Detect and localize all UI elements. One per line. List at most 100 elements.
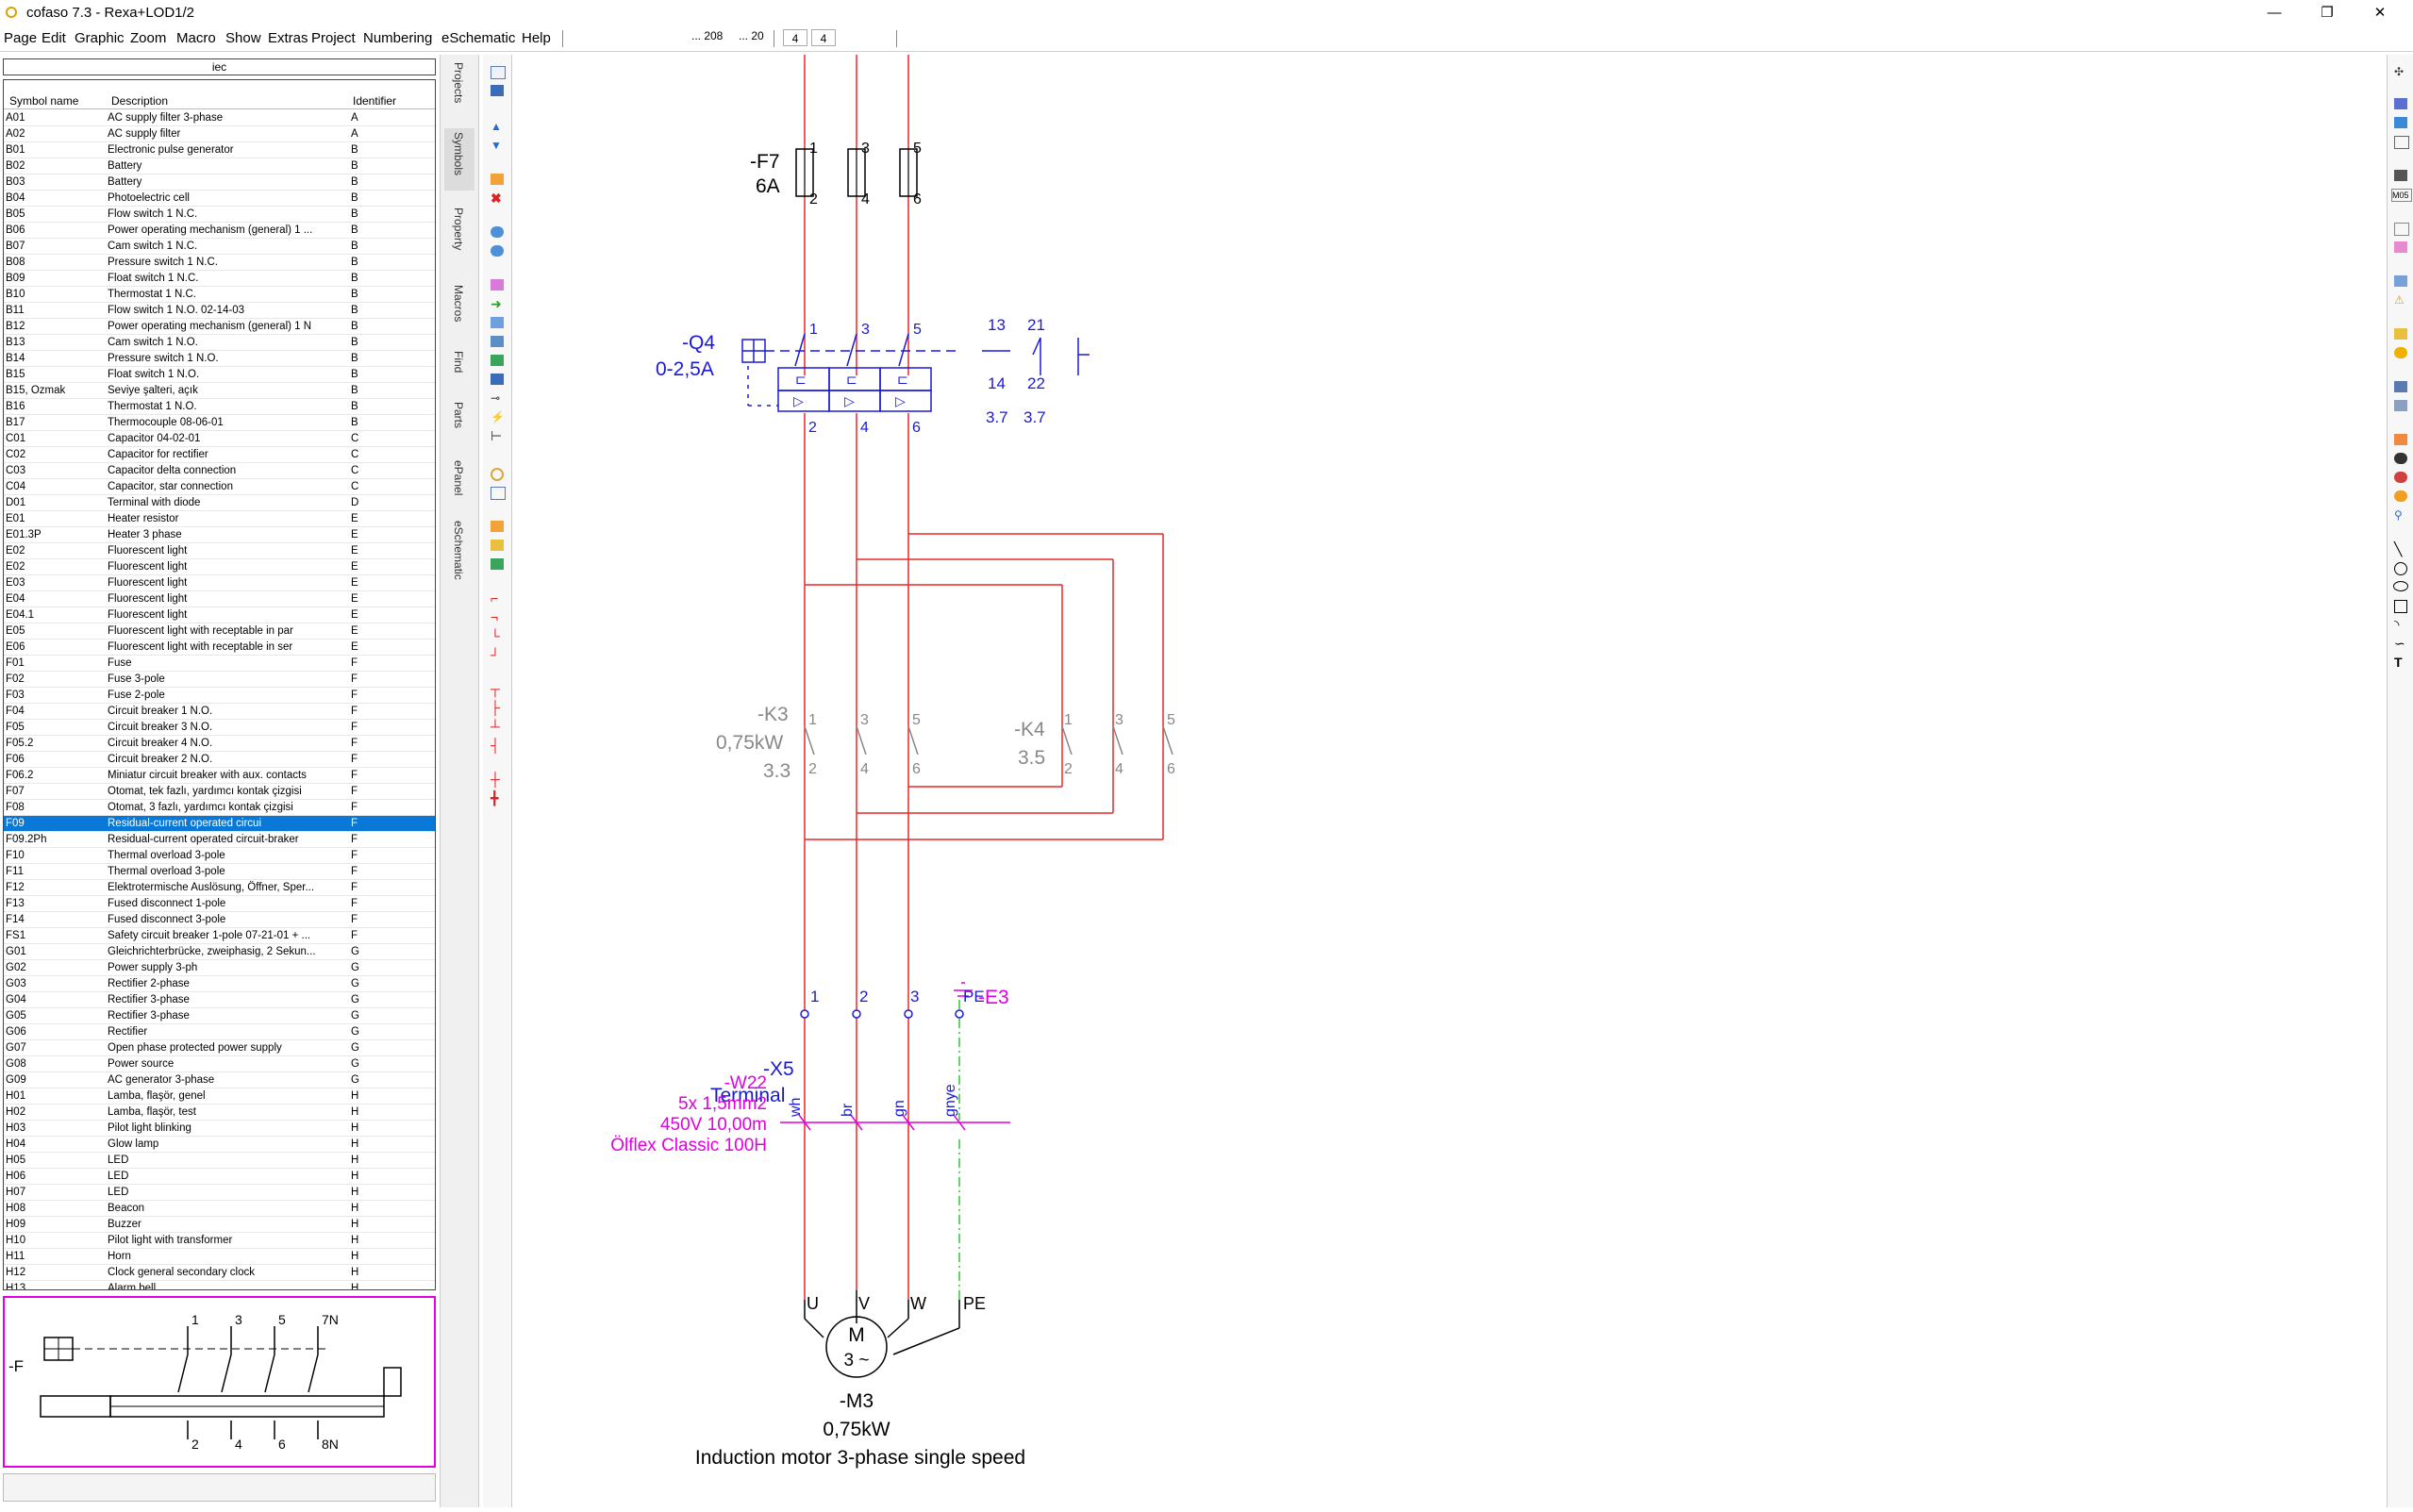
menu-page[interactable]: Page xyxy=(4,30,38,46)
coord-y-field[interactable]: ... 20 xyxy=(739,29,764,42)
tab-parts[interactable]: Parts xyxy=(452,402,465,429)
contactor-k3[interactable]: -K3 0,75kW 3.3 1 3 5 2 4 6 xyxy=(716,704,921,782)
contactor-k4[interactable]: -K4 3.5 1 3 5 2 4 6 xyxy=(1014,712,1175,777)
grid-icon[interactable] xyxy=(2394,400,2407,411)
tee-up-icon[interactable]: ┴ xyxy=(491,719,500,734)
record-icon[interactable] xyxy=(2394,472,2407,483)
menu-extras[interactable]: Extras xyxy=(268,30,308,46)
line-tool-icon[interactable]: ╲ xyxy=(2394,541,2403,557)
redo-icon[interactable] xyxy=(491,245,504,257)
document-icon[interactable] xyxy=(2394,223,2409,236)
column-description[interactable]: Description xyxy=(111,94,169,108)
warning-icon[interactable]: ⚠ xyxy=(2394,293,2405,307)
calculator-icon[interactable] xyxy=(2394,170,2407,181)
zoom-icon[interactable] xyxy=(491,468,504,481)
tab-find[interactable]: Find xyxy=(452,351,465,374)
page-up-icon[interactable]: ▲ xyxy=(491,120,502,133)
ellipse-tool-icon[interactable] xyxy=(2393,581,2408,591)
library-select[interactable]: iec xyxy=(3,58,436,75)
connect-icon[interactable] xyxy=(491,355,504,366)
tab-symbols[interactable]: Symbols xyxy=(444,128,474,191)
network-icon[interactable] xyxy=(2394,381,2407,392)
menu-edit[interactable]: Edit xyxy=(42,30,66,46)
tee-right-icon[interactable]: ├ xyxy=(491,700,500,715)
rss-icon[interactable] xyxy=(491,174,504,185)
grid-y-input[interactable]: 4 xyxy=(811,29,836,46)
wire-icon[interactable] xyxy=(491,336,504,347)
cross-icon[interactable]: ┼ xyxy=(491,772,500,787)
corner-tl-icon[interactable]: ⌐ xyxy=(491,590,499,606)
rectangle-tool-icon[interactable] xyxy=(2394,600,2407,613)
schematic-canvas[interactable]: -F7 6A 1 3 5 2 4 6 -Q4 0-2,5A xyxy=(512,55,2361,1507)
link-icon[interactable]: ⊸ xyxy=(491,391,501,405)
motor-m3[interactable]: M 3 ~ U V W PE -M3 0,75kW Induction moto… xyxy=(695,1290,1025,1469)
menu-eschematic[interactable]: eSchematic xyxy=(441,30,516,46)
delete-icon[interactable]: ✖ xyxy=(491,191,502,206)
menu-numbering[interactable]: Numbering xyxy=(363,30,433,46)
break-icon[interactable]: ⚡ xyxy=(491,410,505,424)
column-identifier[interactable]: Identifier xyxy=(353,94,397,108)
menu-macro[interactable]: Macro xyxy=(176,30,216,46)
copy-icon[interactable] xyxy=(491,279,504,291)
cable-icon[interactable] xyxy=(491,558,504,570)
print-icon[interactable] xyxy=(2394,136,2409,149)
label-icon[interactable] xyxy=(491,540,504,551)
menu-help[interactable]: Help xyxy=(522,30,551,46)
corner-tr-icon[interactable]: ¬ xyxy=(491,609,499,624)
column-symbol-name[interactable]: Symbol name xyxy=(9,94,79,108)
tab-property[interactable]: Property xyxy=(452,208,465,251)
cable-w22[interactable]: -W22 5x 1,5mm2 450V 10,00m Ölflex Classi… xyxy=(610,1073,1010,1155)
window-icon[interactable] xyxy=(491,487,506,500)
layers-icon[interactable] xyxy=(2394,117,2407,128)
menu-project[interactable]: Project xyxy=(311,30,356,46)
junction-icon[interactable]: ╋ xyxy=(491,790,499,806)
menu-graphic[interactable]: Graphic xyxy=(75,30,125,46)
text-tool-icon[interactable]: T xyxy=(2394,655,2403,670)
tab-projects[interactable]: Projects xyxy=(452,62,465,104)
tab-eschematic[interactable]: eSchematic xyxy=(452,521,465,580)
curve-tool-icon[interactable]: ∽ xyxy=(2394,636,2405,651)
